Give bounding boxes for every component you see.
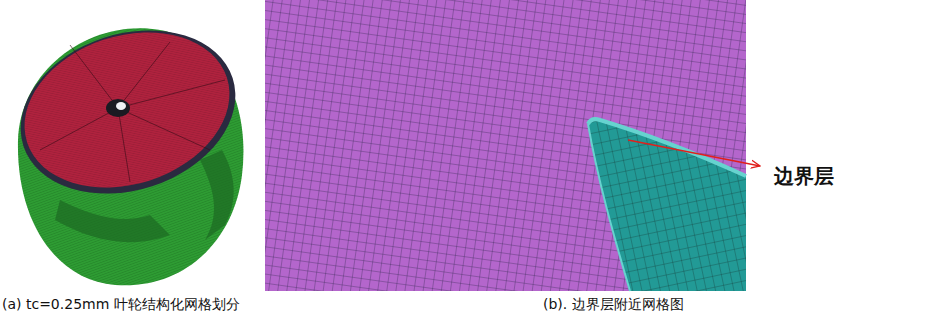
callout-label: 边界层 bbox=[774, 163, 834, 190]
impeller-mesh bbox=[0, 4, 257, 286]
leader-arrow bbox=[628, 140, 760, 166]
boundary-layer-mesh bbox=[265, 0, 760, 291]
figure-caption: (b). 边界层附近网格图 bbox=[543, 296, 684, 314]
figure-caption: (a) tc=0.25mm 叶轮结构化网格划分 bbox=[2, 296, 240, 314]
